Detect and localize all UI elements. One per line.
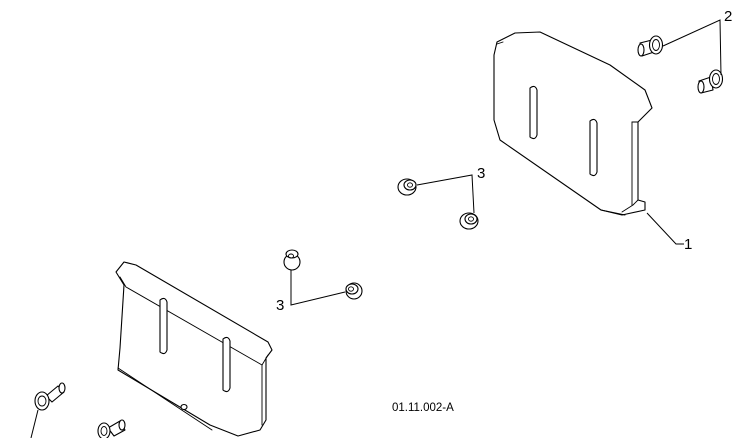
- carriage-bolt-upper: [637, 35, 664, 57]
- leader-3-upper: [416, 174, 475, 214]
- callout-2: 2: [724, 8, 732, 25]
- flange-nut-lower-a: [283, 249, 301, 271]
- leader-2: [662, 19, 722, 76]
- flange-nut-upper-b: [459, 212, 479, 230]
- leader-bottom-left: [30, 409, 39, 439]
- figure-code: 01.11.002-A: [392, 402, 454, 414]
- callout-3-upper: 3: [477, 165, 485, 182]
- flange-nut-lower-b: [345, 282, 363, 300]
- skid-shoe-left: [115, 261, 273, 437]
- leader-1: [646, 212, 684, 245]
- callout-3-lower: 3: [276, 297, 284, 314]
- carriage-bolt-bottom-left: [34, 382, 66, 411]
- callout-1: 1: [684, 236, 692, 253]
- carriage-bolt-bottom-mid: [97, 419, 126, 440]
- skid-shoe-right: [493, 31, 653, 216]
- flange-nut-upper-a: [397, 178, 417, 196]
- leader-3-lower: [290, 270, 346, 306]
- carriage-bolt-lower: [697, 69, 724, 94]
